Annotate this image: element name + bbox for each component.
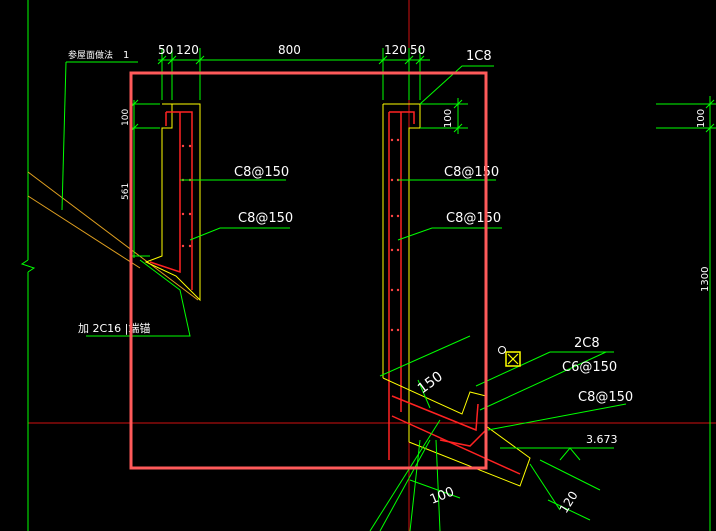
top-dimension-texts: 50 120 800 120 50 [158, 43, 425, 57]
pickbox-circle-icon [498, 346, 506, 354]
grip-marker-icon[interactable] [505, 351, 521, 367]
roof-note-text: 参屋面做法 [68, 49, 113, 61]
label-slab-c6-150: C6@150 [562, 360, 617, 375]
dim-top-120-left: 120 [176, 43, 199, 57]
dim-top-50-right: 50 [410, 43, 425, 57]
right-top-dimension [419, 65, 494, 134]
label-left-c8-150-b: C8@150 [238, 211, 293, 226]
left-wall-outline [144, 103, 201, 302]
roof-note-leader [61, 61, 138, 211]
sloped-slab-rebar [391, 395, 521, 475]
label-elevation: 3.673 [586, 433, 618, 446]
selection-rectangle[interactable] [129, 71, 488, 470]
label-slab-c8-150: C8@150 [578, 390, 633, 405]
roof-slope-lines [27, 171, 199, 301]
label-bottom-left-note: 加 2C16 |端锚 [78, 321, 150, 335]
right-wall-rebar-dots [390, 138, 400, 332]
dim-top-800: 800 [278, 43, 301, 57]
dim-top-120-right: 120 [384, 43, 407, 57]
slab-construction-lines [369, 335, 627, 531]
right-wall-rebar [388, 111, 415, 460]
label-right-c8-150-a: C8@150 [444, 165, 499, 180]
left-wall-labels: C8@150 C8@150 [234, 165, 293, 226]
label-right-c8-150-b: C8@150 [446, 211, 501, 226]
far-right-dimension [656, 96, 716, 531]
left-wall-leaders [86, 179, 290, 337]
dim-far-right-1300: 1300 [700, 267, 711, 292]
dim-left-561: 561 [121, 183, 131, 200]
dim-top-50-left: 50 [158, 43, 173, 57]
label-top-right-1c8: 1C8 [466, 49, 492, 64]
left-break-line [20, 0, 36, 531]
roof-note-number: 1 [123, 50, 129, 61]
dim-far-right-100: 100 [696, 109, 707, 128]
dim-left-100: 100 [121, 109, 131, 126]
right-wall-leaders [397, 179, 502, 241]
dim-right-100: 100 [443, 109, 454, 128]
label-slab-2c8: 2C8 [574, 336, 600, 351]
left-wall-rebar [149, 111, 193, 290]
label-left-c8-150-a: C8@150 [234, 165, 289, 180]
